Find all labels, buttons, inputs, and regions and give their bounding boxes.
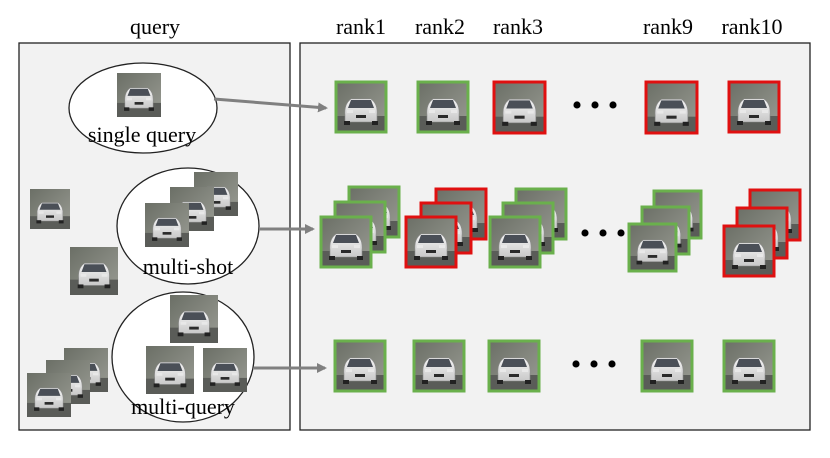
- result-car-image: [729, 82, 779, 132]
- result-car-image: [629, 224, 676, 271]
- result-tile: [412, 339, 466, 393]
- result-stack: [404, 187, 488, 269]
- result-stack: [319, 185, 401, 269]
- result-frame: [412, 339, 466, 393]
- result-car-image: [646, 82, 697, 133]
- multi-query-group: multi-query: [27, 291, 255, 423]
- result-car-image: [406, 217, 456, 267]
- results-row-single: • • •: [334, 80, 781, 135]
- result-stack: [627, 189, 703, 273]
- result-tile: [722, 339, 776, 393]
- result-tile: [334, 80, 388, 134]
- result-car-image: [494, 82, 545, 133]
- result-tile: [487, 339, 541, 393]
- result-tile: [492, 80, 547, 135]
- query-car-image: [145, 203, 189, 247]
- result-frame: [492, 80, 547, 135]
- results-row-multi-query: • • •: [333, 339, 776, 393]
- result-car-image: [490, 217, 540, 267]
- result-stack: [722, 188, 802, 278]
- result-frame: [627, 222, 678, 273]
- ellipsis: • • •: [571, 348, 618, 381]
- result-frame: [722, 224, 776, 278]
- result-car-image: [724, 341, 774, 391]
- context-car-image: [70, 247, 118, 295]
- result-frame: [334, 80, 388, 134]
- context-car-image: [30, 188, 70, 230]
- result-frame: [727, 80, 781, 134]
- context-car-image: [27, 373, 71, 417]
- ellipsis: • • •: [580, 217, 627, 250]
- result-car-image: [418, 82, 468, 132]
- multi-shot-group: multi-shot: [30, 167, 260, 295]
- query-car-image: [117, 73, 161, 117]
- single-query-label: single query: [88, 122, 196, 147]
- result-car-image: [336, 82, 386, 132]
- result-frame: [416, 80, 470, 134]
- result-tile: [416, 80, 470, 134]
- multi-shot-label: multi-shot: [143, 254, 233, 279]
- result-car-image: [414, 341, 464, 391]
- arrows: [213, 97, 328, 373]
- result-car-image: [321, 217, 371, 267]
- rank-header: rank2: [415, 14, 465, 39]
- result-stack: [488, 187, 568, 269]
- rank-headers: rank1 rank2 rank3 rank9 rank10: [336, 14, 783, 39]
- result-frame: [333, 339, 387, 393]
- rank-header: rank9: [643, 14, 693, 39]
- rank-header: rank10: [721, 14, 782, 39]
- results-row-multi-shot: • • •: [319, 185, 802, 278]
- result-frame: [404, 215, 458, 269]
- query-car-image: [145, 346, 195, 394]
- result-car-image: [489, 341, 539, 391]
- result-car-image: [724, 226, 774, 276]
- rank-header: rank3: [493, 14, 543, 39]
- single-query-group: single query: [68, 62, 218, 154]
- result-frame: [487, 339, 541, 393]
- arrow-single: [213, 97, 328, 113]
- query-car-image: [170, 294, 218, 344]
- result-tile: [644, 80, 699, 135]
- rank-header: rank1: [336, 14, 386, 39]
- ellipsis: • • •: [572, 89, 619, 122]
- query-title: query: [130, 14, 180, 39]
- multi-query-label: multi-query: [131, 394, 235, 419]
- result-frame: [488, 215, 542, 269]
- result-frame: [640, 339, 694, 393]
- result-frame: [319, 215, 373, 269]
- query-car-image: [203, 347, 247, 393]
- result-frame: [722, 339, 776, 393]
- result-tile: [727, 80, 781, 134]
- result-frame: [644, 80, 699, 135]
- result-tile: [333, 339, 387, 393]
- result-tile: [640, 339, 694, 393]
- result-car-image: [335, 341, 385, 391]
- result-car-image: [642, 341, 692, 391]
